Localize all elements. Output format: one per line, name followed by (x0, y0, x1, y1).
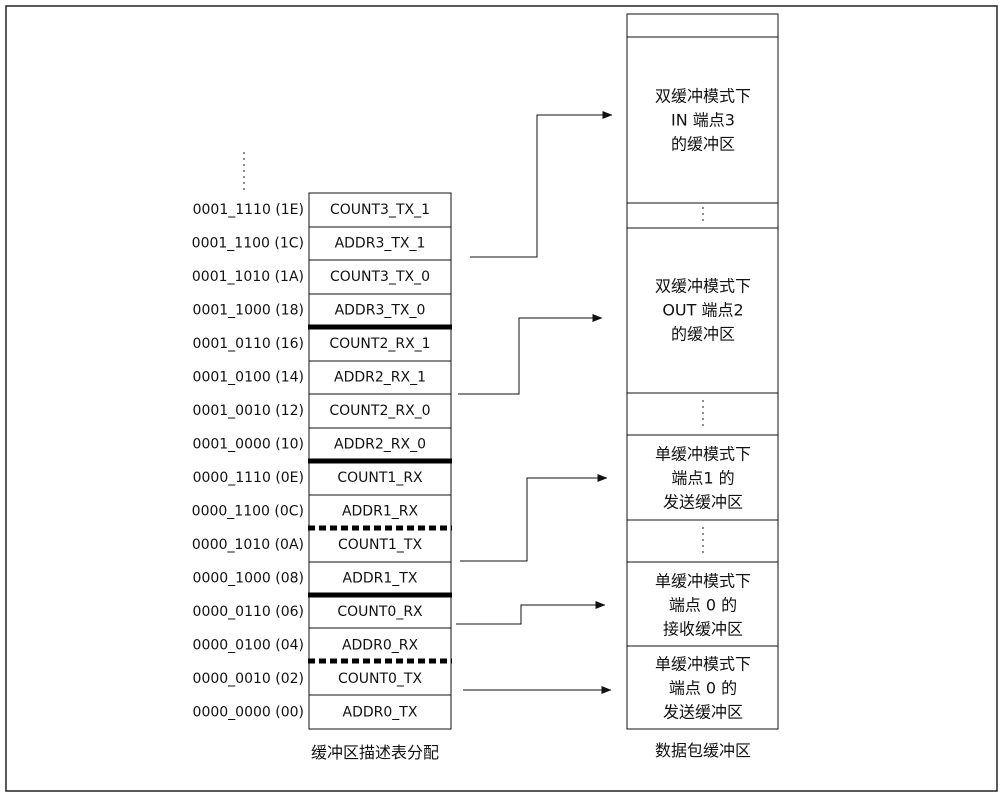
descriptor-field: ADDR3_TX_0 (335, 302, 426, 318)
descriptor-field: COUNT2_RX_1 (329, 336, 430, 352)
descriptor-field: COUNT1_TX (338, 537, 423, 553)
descriptor-field: ADDR1_RX (342, 503, 419, 519)
buffer-block-label: OUT 端点2 (662, 301, 743, 320)
address-label: 0000_1100 (0C) (192, 503, 304, 519)
buffer-block-label: 双缓冲模式下 (655, 87, 751, 106)
descriptor-field: COUNT2_RX_0 (329, 403, 430, 419)
descriptor-field: COUNT0_RX (337, 604, 423, 620)
address-label: 0000_1000 (08) (193, 570, 304, 586)
address-label: 0000_0010 (02) (193, 671, 304, 687)
descriptor-field: ADDR1_TX (343, 570, 418, 586)
address-label: 0000_0110 (06) (193, 604, 304, 620)
outer-frame (5, 5, 998, 792)
descriptor-table-caption: 缓冲区描述表分配 (311, 743, 439, 762)
address-label: 0001_0110 (16) (193, 336, 304, 352)
descriptor-field: ADDR2_RX_1 (334, 369, 426, 385)
buffer-block-label: 单缓冲模式下 (655, 572, 751, 591)
buffer-block-label: 端点 0 的 (669, 679, 737, 698)
descriptor-field: ADDR3_TX_1 (335, 235, 426, 251)
address-label: 0001_1110 (1E) (193, 202, 304, 218)
address-label: 0001_1010 (1A) (192, 269, 304, 285)
buffer-block-label: 端点1 的 (671, 469, 734, 488)
buffer-block-label: 单缓冲模式下 (655, 445, 751, 464)
address-label: 0001_0000 (10) (193, 436, 304, 452)
buffer-block-label: 端点 0 的 (669, 596, 737, 615)
descriptor-field: COUNT1_RX (337, 470, 423, 486)
packet-buffer-caption: 数据包缓冲区 (655, 741, 751, 760)
address-label: 0001_1000 (18) (193, 302, 304, 318)
address-label: 0000_1110 (0E) (193, 470, 304, 486)
address-label: 0000_1010 (0A) (192, 537, 304, 553)
descriptor-table: 0001_1110 (1E) COUNT3_TX_1 0001_1100 (1C) A… (192, 152, 452, 762)
address-label: 0001_1100 (1C) (192, 235, 304, 251)
buffer-block-label: 发送缓冲区 (663, 703, 743, 722)
buffer-block-label: 发送缓冲区 (663, 493, 743, 512)
buffer-block-label: 单缓冲模式下 (655, 655, 751, 674)
arrow-addr0-rx (456, 601, 606, 625)
buffer-block-label: 的缓冲区 (671, 325, 735, 344)
descriptor-field: ADDR2_RX_0 (334, 436, 426, 452)
address-label: 0000_0000 (00) (193, 704, 304, 720)
buffer-block-label: 的缓冲区 (671, 135, 735, 154)
arrow-addr1-tx (460, 474, 608, 562)
address-label: 0001_0100 (14) (193, 369, 304, 385)
buffer-block-label: IN 端点3 (671, 111, 735, 130)
descriptor-field: ADDR0_RX (342, 637, 419, 653)
address-label: 0001_0010 (12) (193, 403, 304, 419)
pointer-arrows (456, 111, 613, 694)
descriptor-field: COUNT3_TX_1 (330, 202, 430, 218)
descriptor-field: COUNT0_TX (338, 671, 423, 687)
descriptor-field: ADDR0_TX (343, 704, 418, 720)
buffer-block-label: 接收缓冲区 (663, 620, 743, 639)
descriptor-rows: 0001_1110 (1E) COUNT3_TX_1 0001_1100 (1C) A… (192, 202, 431, 721)
descriptor-row-separators (309, 226, 451, 696)
address-label: 0000_0100 (04) (193, 637, 304, 653)
arrow-addr3-tx-1 (470, 111, 613, 258)
buffer-block-label: 双缓冲模式下 (655, 277, 751, 296)
packet-buffer-frame (626, 13, 779, 730)
descriptor-field: COUNT3_TX_0 (330, 269, 430, 285)
arrow-addr2-rx-1 (458, 314, 603, 395)
